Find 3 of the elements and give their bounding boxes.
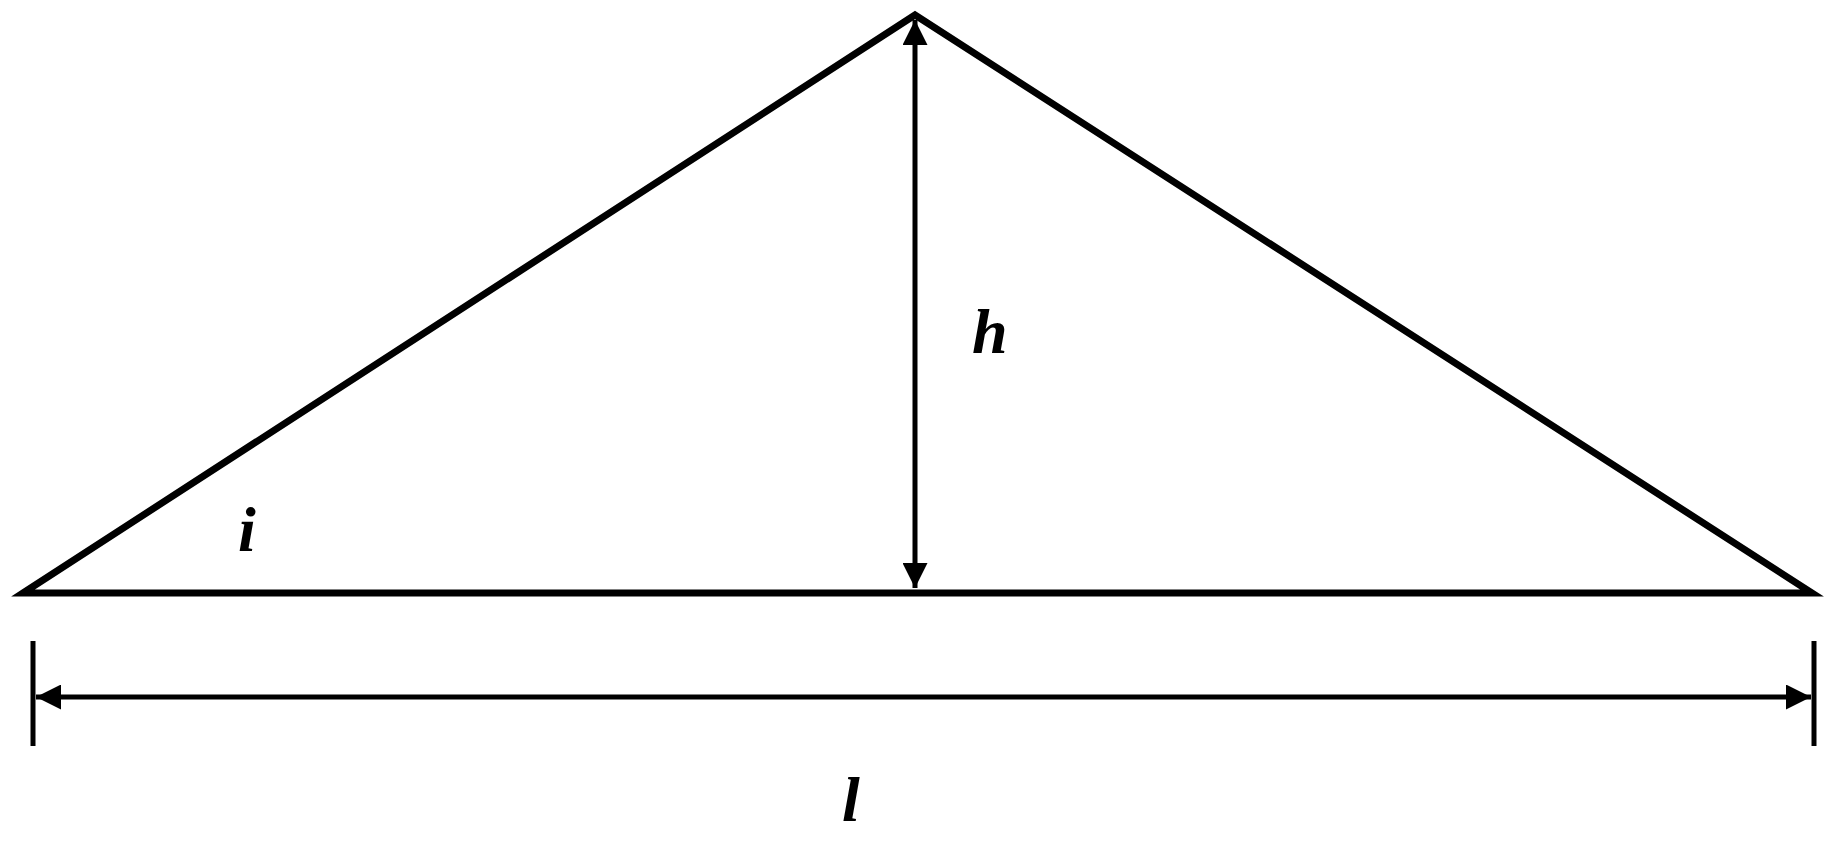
- dimension-label: h: [972, 300, 1008, 364]
- dimension-label: l: [842, 768, 860, 832]
- dimension-label: i: [238, 498, 256, 562]
